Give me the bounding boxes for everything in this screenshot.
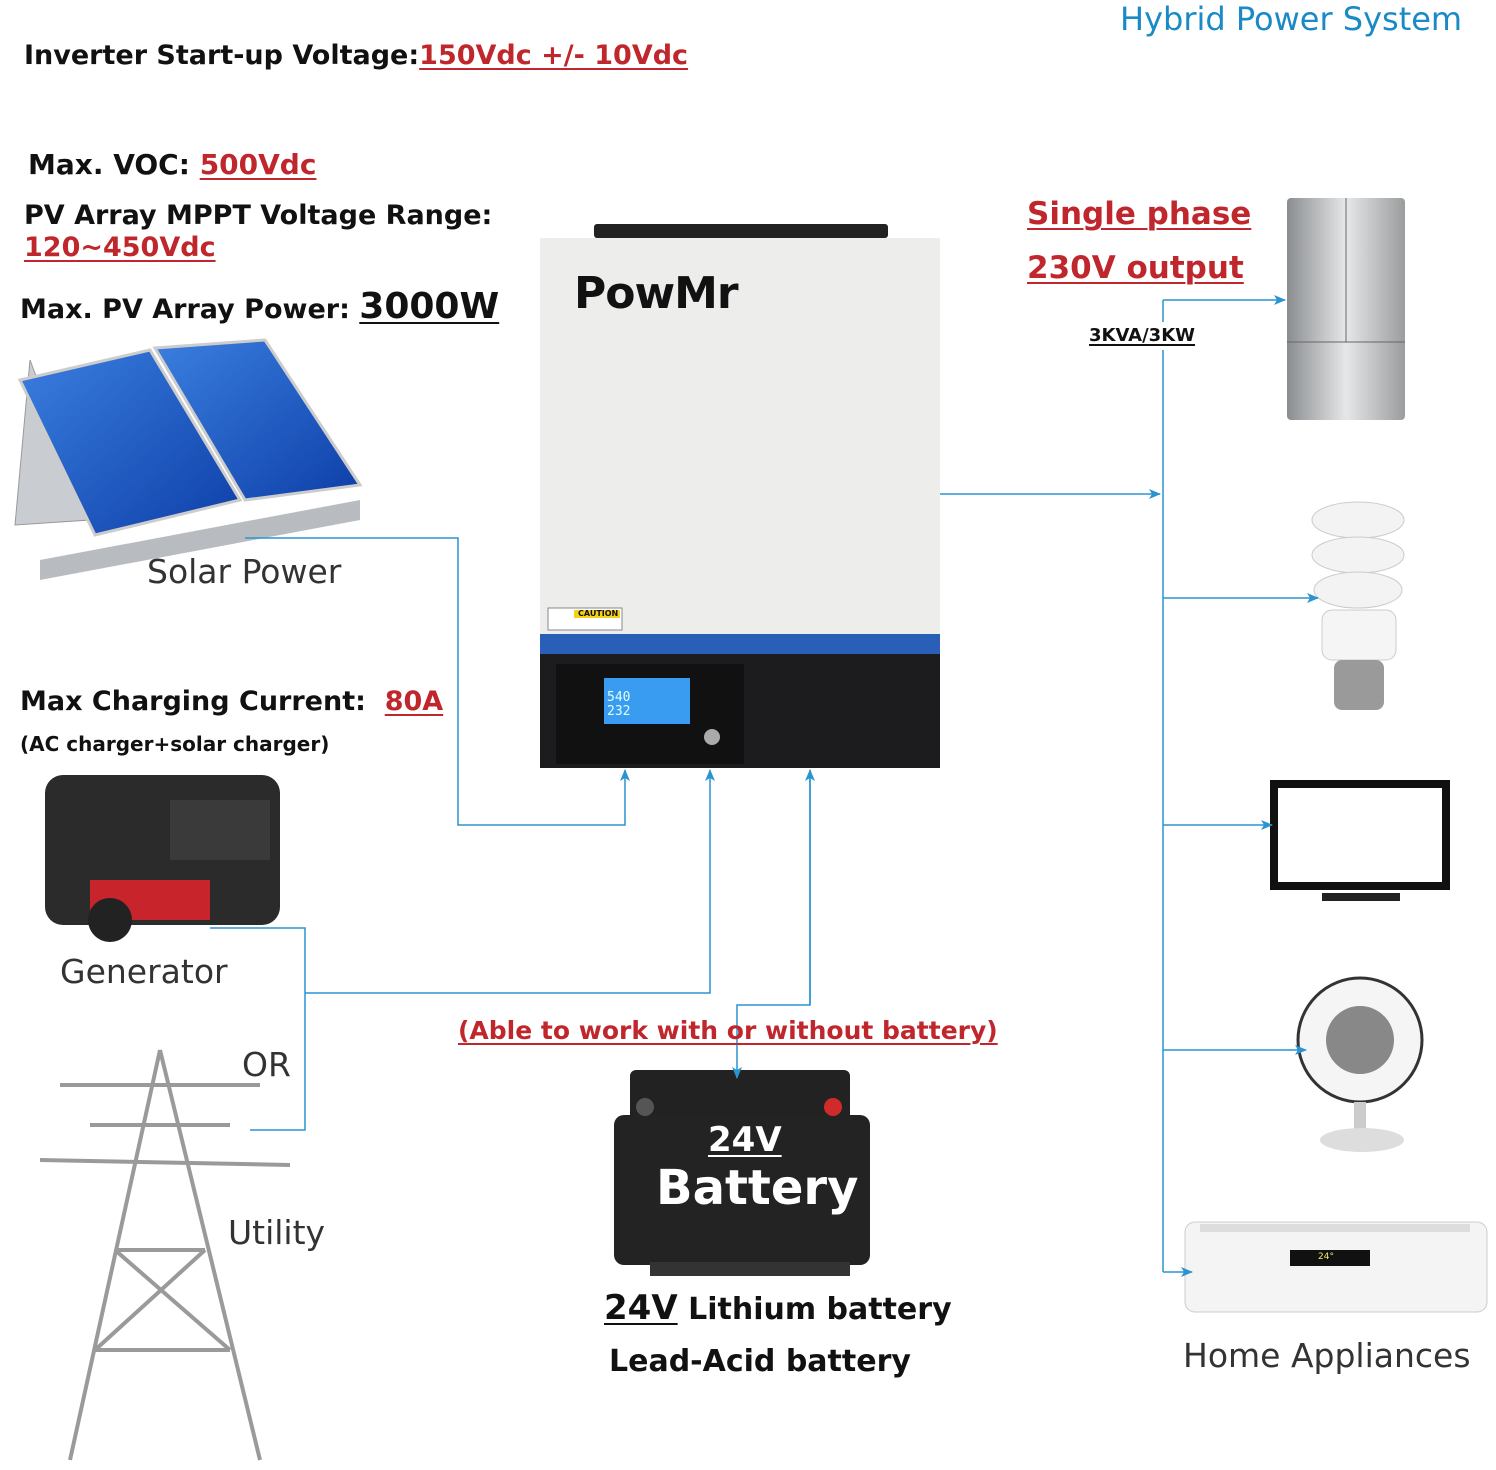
- lithium-voltage: 24V: [604, 1288, 678, 1328]
- generator-line: [210, 927, 306, 1131]
- lithium-text: Lithium battery: [688, 1292, 952, 1327]
- fan-icon: [1296, 976, 1424, 1152]
- refrigerator-icon: [1287, 198, 1405, 420]
- home-appliances-label: Home Appliances: [1183, 1336, 1471, 1375]
- generator-label: Generator: [60, 952, 228, 991]
- utility-label: Utility: [228, 1213, 326, 1252]
- caution-label: CAUTION: [578, 609, 619, 618]
- lcd-screen: [604, 678, 690, 724]
- solar-line: [245, 537, 630, 826]
- output-rating: 3KVA/3KW: [1089, 325, 1196, 346]
- lithium-battery-label: 24V Lithium battery: [604, 1288, 952, 1328]
- pv-power-value: 3000W: [359, 286, 500, 327]
- voc-label: Max. VOC:: [28, 148, 190, 181]
- generator-icon: [45, 775, 280, 942]
- tv-icon: [1270, 780, 1450, 901]
- air-conditioner-icon: [1184, 1221, 1488, 1313]
- light-bulb-icon: [1311, 501, 1405, 710]
- utility-tower-icon: [39, 1049, 291, 1461]
- brand-logo: PowMr: [574, 268, 739, 319]
- startup-value: 150Vdc +/- 10Vdc: [419, 40, 689, 71]
- ac-display: 24°: [1318, 1252, 1334, 1262]
- battery-icon: [614, 1070, 870, 1276]
- or-label: OR: [242, 1045, 291, 1084]
- inverter-icon: [540, 224, 940, 768]
- battery-voltage: 24V: [708, 1120, 782, 1160]
- pv-power-label: Max. PV Array Power:: [20, 294, 350, 325]
- grid-line: [305, 769, 715, 994]
- solar-label: Solar Power: [147, 552, 342, 591]
- lcd-bottom-value: 232: [607, 704, 631, 719]
- charging-note: (AC charger+solar charger): [20, 732, 330, 756]
- power-button-icon: [704, 729, 720, 745]
- lcd-top-value: 540: [607, 690, 631, 705]
- startup-label: Inverter Start-up Voltage:: [24, 40, 420, 71]
- voc-value: 500Vdc: [199, 148, 317, 181]
- mppt-label: PV Array MPPT Voltage Range:: [24, 200, 493, 231]
- pv-power-spec: Max. PV Array Power: 3000W: [20, 286, 499, 327]
- connection-lines: [210, 295, 1319, 1277]
- startup-voltage-spec: Inverter Start-up Voltage:150Vdc +/- 10V…: [24, 40, 688, 71]
- max-voc-spec: Max. VOC: 500Vdc: [28, 148, 316, 181]
- output-voltage: 230V output: [1027, 250, 1244, 286]
- charging-spec: Max Charging Current: 80A: [20, 686, 443, 717]
- battery-note: (Able to work with or without battery): [458, 1016, 998, 1045]
- output-phase: Single phase: [1027, 196, 1252, 232]
- lead-acid-label: Lead-Acid battery: [609, 1344, 911, 1379]
- diagram-title: Hybrid Power System: [1120, 0, 1463, 38]
- charging-value: 80A: [384, 686, 444, 717]
- mppt-value: 120~450Vdc: [24, 232, 216, 263]
- solar-panel-icon: [14, 338, 363, 580]
- battery-label: Battery: [656, 1160, 859, 1216]
- charging-label: Max Charging Current:: [20, 686, 366, 717]
